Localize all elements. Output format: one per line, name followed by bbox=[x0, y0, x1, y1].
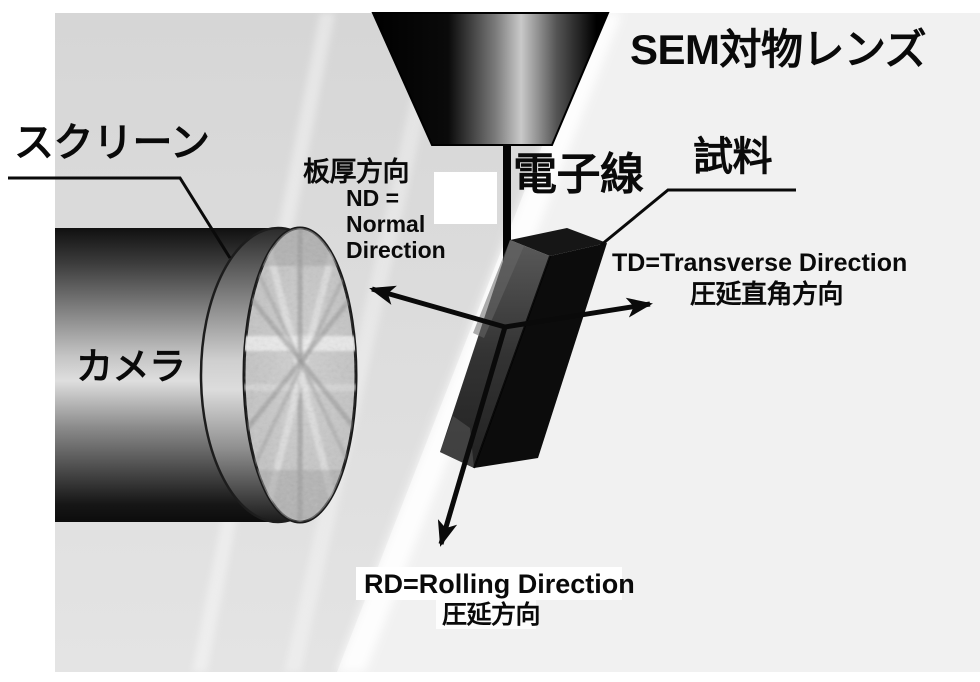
rd-label-en: RD=Rolling Direction bbox=[364, 569, 635, 599]
nd-line-1: ND = bbox=[346, 185, 400, 211]
electron-beam-line bbox=[503, 144, 511, 334]
nd-line-3: Direction bbox=[346, 237, 446, 263]
lens-label: SEM対物レンズ bbox=[630, 26, 927, 73]
screen-label: スクリーン bbox=[14, 121, 210, 165]
rd-jp-backplate bbox=[436, 600, 536, 629]
rd-arrow bbox=[437, 326, 508, 547]
sem-lens bbox=[371, 12, 610, 146]
nd-label-jp: 板厚方向 bbox=[303, 157, 410, 187]
td-label-en: TD=Transverse Direction bbox=[612, 249, 908, 277]
rd-label-backplate bbox=[356, 567, 622, 600]
rd-label-jp: 圧延方向 bbox=[442, 601, 541, 629]
white-patch bbox=[434, 172, 497, 224]
screen-leader-line bbox=[8, 176, 232, 259]
sample-leader-line bbox=[600, 188, 796, 247]
nd-arrow bbox=[369, 285, 506, 330]
nd-label-en: ND = Normal Direction bbox=[346, 185, 446, 263]
camera-label: カメラ bbox=[76, 346, 186, 387]
sample-label: 試料 bbox=[693, 135, 773, 179]
td-label-jp: 圧延直角方向 bbox=[690, 279, 844, 309]
td-arrow bbox=[504, 297, 653, 330]
nd-line-2: Normal bbox=[346, 211, 426, 237]
beam-label: 電子線 bbox=[513, 150, 644, 199]
